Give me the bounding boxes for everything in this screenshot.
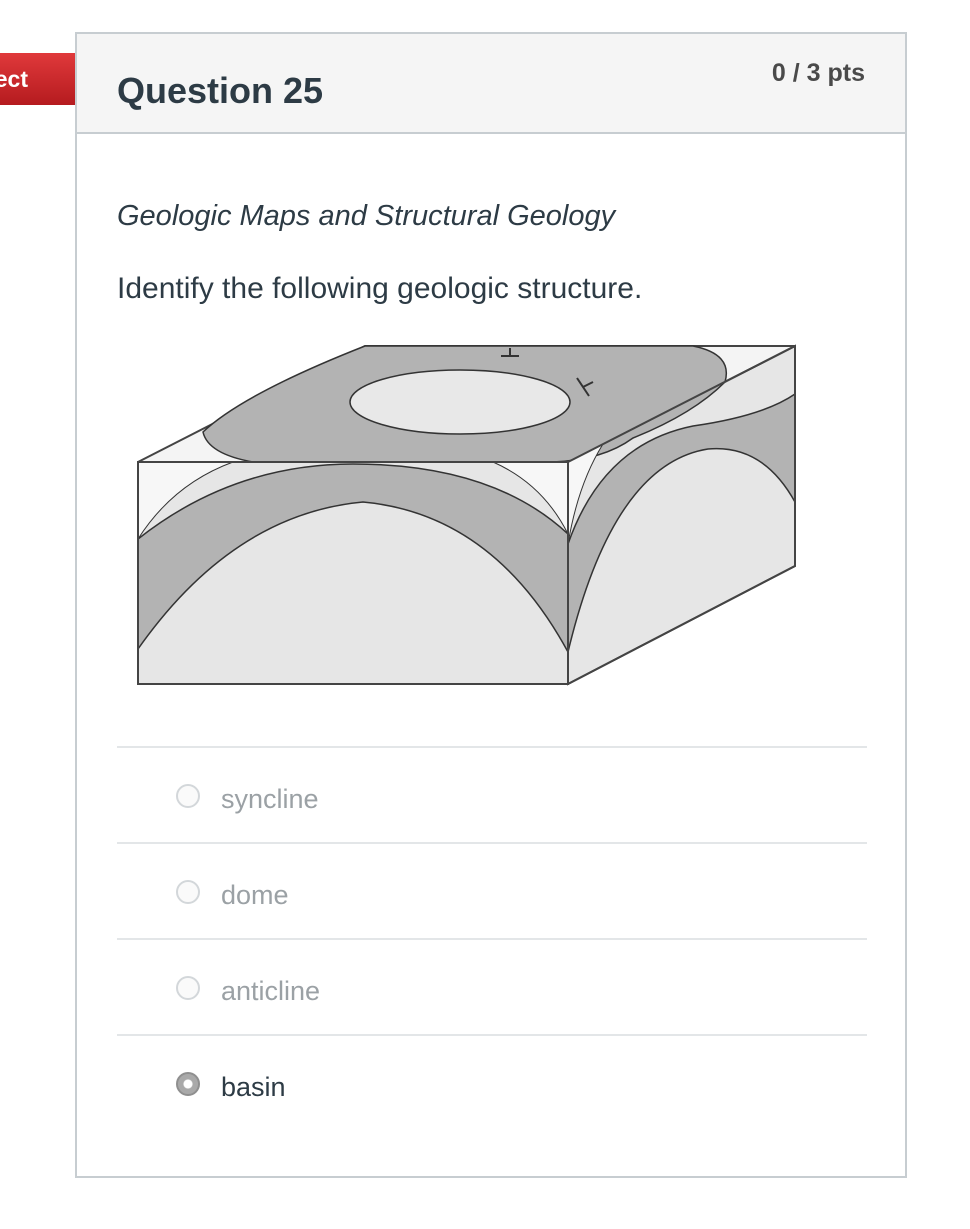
answer-label-syncline: syncline xyxy=(221,784,319,814)
question-title: Question 25 xyxy=(117,70,324,111)
answer-option-dome[interactable]: dome xyxy=(117,842,867,938)
radio-anticline[interactable] xyxy=(176,976,200,1000)
question-topic: Geologic Maps and Structural Geology xyxy=(117,200,616,232)
radio-syncline[interactable] xyxy=(176,784,200,808)
question-card: Question 25 0 / 3 pts Geologic Maps and … xyxy=(75,32,907,1178)
answer-label-anticline: anticline xyxy=(221,976,321,1006)
answer-list: syncline dome anticline basin xyxy=(117,746,867,1130)
answer-label-basin: basin xyxy=(221,1072,286,1102)
answer-option-anticline[interactable]: anticline xyxy=(117,938,867,1034)
incorrect-flag: ect xyxy=(0,53,84,105)
question-prompt: Identify the following geologic structur… xyxy=(117,272,643,305)
radio-basin[interactable] xyxy=(176,1072,200,1096)
geologic-block-diagram xyxy=(137,344,796,686)
question-points: 0 / 3 pts xyxy=(771,59,865,87)
incorrect-flag-label: ect xyxy=(0,65,28,92)
radio-dome[interactable] xyxy=(176,880,200,904)
answer-label-dome: dome xyxy=(221,880,289,910)
answer-option-basin[interactable]: basin xyxy=(117,1034,867,1130)
question-header: Question 25 0 / 3 pts xyxy=(77,34,905,134)
answer-option-syncline[interactable]: syncline xyxy=(117,746,867,842)
